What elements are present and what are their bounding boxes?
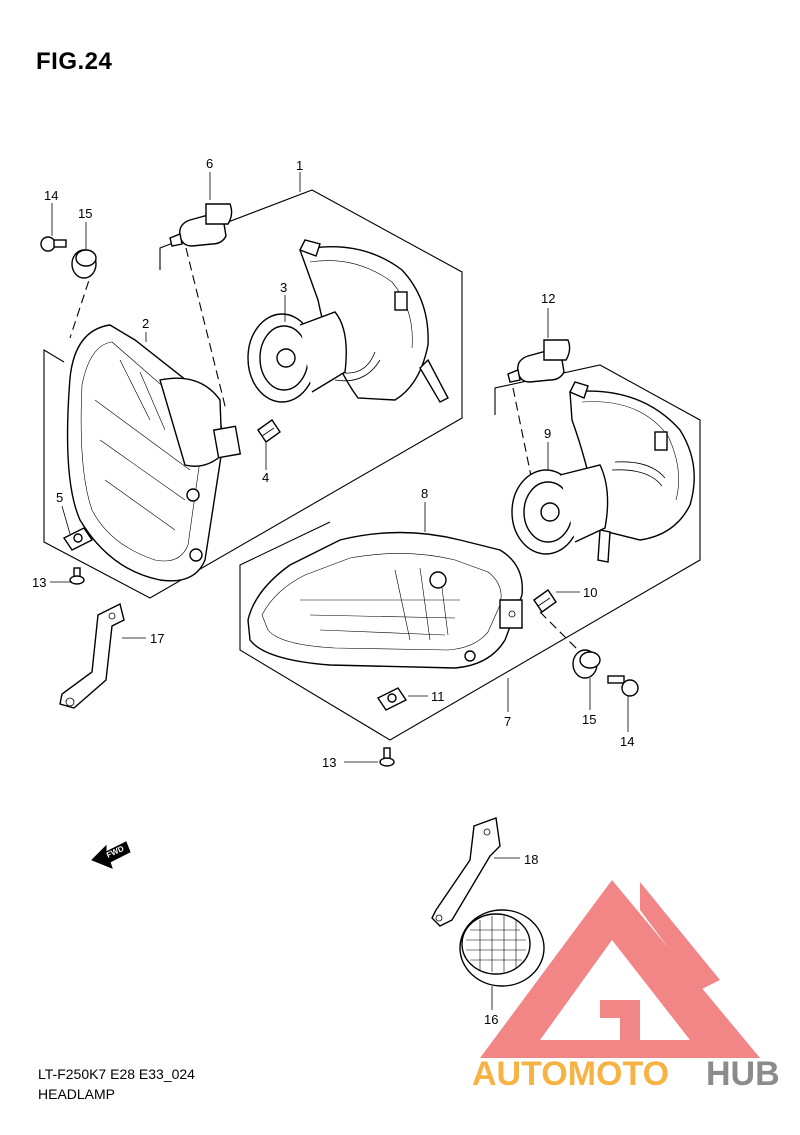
callout-12: 12 xyxy=(541,291,555,306)
callout-9: 9 xyxy=(544,426,551,441)
callout-2: 2 xyxy=(142,316,149,331)
upper-bulb xyxy=(169,203,233,247)
watermark-logo: AUTOMOTO HUB xyxy=(472,880,780,1093)
nut-clip-11 xyxy=(376,687,408,711)
lower-grommet xyxy=(572,649,601,679)
callout-13a: 13 xyxy=(32,575,46,590)
callout-3: 3 xyxy=(280,280,287,295)
callout-15b: 15 xyxy=(582,712,596,727)
callout-1: 1 xyxy=(296,158,303,173)
callout-5: 5 xyxy=(56,490,63,505)
callout-10: 10 xyxy=(583,585,597,600)
lower-clip-nut xyxy=(533,589,557,613)
upper-bolt xyxy=(69,567,85,585)
callout-11: 11 xyxy=(431,689,445,704)
watermark-text-automoto: AUTOMOTO xyxy=(472,1055,669,1093)
callout-16: 16 xyxy=(484,1012,498,1027)
bracket-18 xyxy=(431,817,501,927)
upper-bulb-socket xyxy=(247,239,449,403)
lower-headlamp-lens xyxy=(247,531,524,669)
upper-screw xyxy=(40,236,67,252)
callout-17: 17 xyxy=(150,631,164,646)
callout-8: 8 xyxy=(421,486,428,501)
callout-numbers: 1 2 3 4 5 6 7 8 9 10 11 12 13 13 14 14 1… xyxy=(32,156,634,1027)
callout-14b: 14 xyxy=(620,734,634,749)
lower-bulb xyxy=(507,339,571,383)
lower-bolt xyxy=(379,747,395,767)
fig-title: FIG.24 xyxy=(36,48,113,75)
upper-headlamp-housing xyxy=(66,324,242,582)
callout-7: 7 xyxy=(504,714,511,729)
watermark-triangle-icon xyxy=(480,880,760,1058)
upper-clip-nut xyxy=(257,419,281,443)
upper-grommet xyxy=(71,249,97,279)
callout-15a: 15 xyxy=(78,206,92,221)
lower-bulb-socket xyxy=(511,381,695,563)
lower-screw xyxy=(607,675,639,697)
nut-clip-5 xyxy=(62,527,94,551)
callout-14a: 14 xyxy=(44,188,58,203)
reflector-16 xyxy=(459,909,545,987)
bracket-17 xyxy=(59,602,125,709)
callout-18: 18 xyxy=(524,852,538,867)
model-code: LT-F250K7 E28 E33_024 xyxy=(38,1066,195,1082)
watermark-text-hub: HUB xyxy=(706,1055,780,1093)
callout-4: 4 xyxy=(262,470,269,485)
figure-caption: HEADLAMP xyxy=(38,1086,116,1102)
fwd-arrow-icon: FWD xyxy=(91,841,131,869)
callout-6: 6 xyxy=(206,156,213,171)
leader-lines xyxy=(50,172,629,1010)
callout-13b: 13 xyxy=(322,755,336,770)
